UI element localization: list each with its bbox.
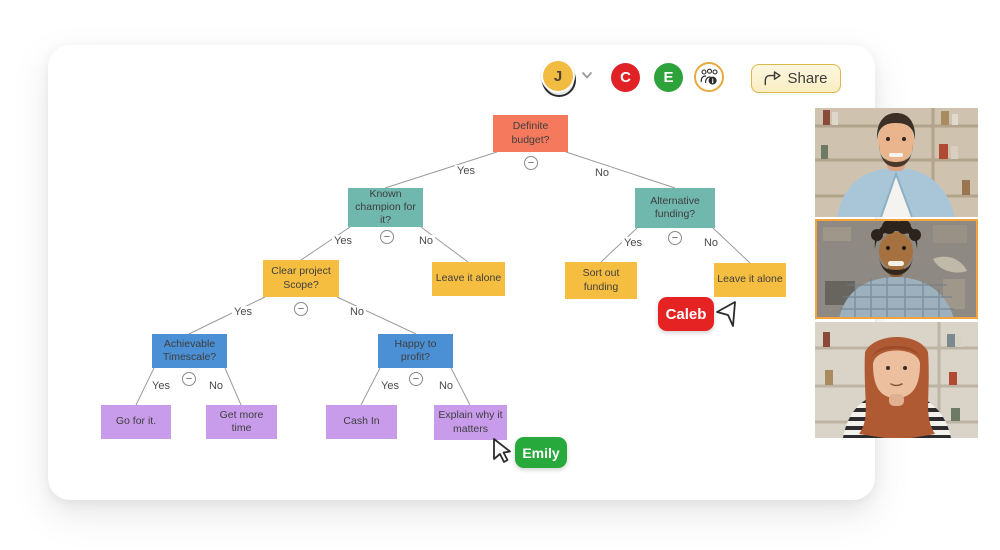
tree-node-explain-why[interactable]: Explain why it matters (434, 405, 507, 440)
tree-node-definite-budget[interactable]: Definite budget? (493, 115, 568, 152)
tree-node-achievable-timescale[interactable]: Achievable Timescale? (152, 334, 227, 368)
collapse-button[interactable]: − (524, 156, 538, 170)
avatar-collaborator-e[interactable]: E (654, 63, 683, 92)
avatar-user-j[interactable]: J (541, 59, 575, 93)
participant-1-video (815, 108, 978, 217)
collapse-button[interactable]: − (409, 372, 423, 386)
tree-node-known-champion[interactable]: Known champion for it? (348, 188, 423, 227)
edge-label-no: No (206, 380, 226, 392)
edge-label-yes: Yes (455, 165, 477, 177)
tree-node-sort-out-funding[interactable]: Sort out funding (565, 262, 637, 299)
video-tile-participant-2-active[interactable] (815, 219, 978, 319)
collapse-button[interactable]: − (182, 372, 196, 386)
cursor-label-caleb: Caleb (658, 297, 714, 331)
tree-node-get-more-time[interactable]: Get more time (206, 405, 277, 439)
edge-label-yes: Yes (150, 380, 172, 392)
collapse-button[interactable]: − (380, 230, 394, 244)
avatar-collaborator-c[interactable]: C (611, 63, 640, 92)
share-button[interactable]: Share (751, 64, 841, 93)
edge-label-yes: Yes (232, 306, 254, 318)
participants-info-icon (700, 68, 718, 85)
edge-label-yes: Yes (332, 235, 354, 247)
edge-label-no: No (347, 306, 367, 318)
tree-node-cash-in[interactable]: Cash In (326, 405, 397, 439)
edge-label-no: No (436, 380, 456, 392)
tree-node-clear-project-scope[interactable]: Clear project Scope? (263, 260, 339, 297)
share-button-label: Share (787, 70, 828, 87)
edge-label-yes: Yes (379, 380, 401, 392)
chevron-down-icon[interactable] (581, 70, 593, 80)
share-icon (765, 71, 782, 86)
video-tile-participant-1[interactable] (815, 108, 978, 217)
video-tile-participant-3[interactable] (815, 322, 978, 438)
tree-node-leave-it-alone-1[interactable]: Leave it alone (432, 262, 505, 296)
tree-node-happy-to-profit[interactable]: Happy to profit? (378, 334, 453, 368)
video-call-strip (815, 108, 978, 438)
participants-info-button[interactable] (694, 62, 724, 92)
tree-node-leave-it-alone-2[interactable]: Leave it alone (714, 263, 786, 297)
edge-label-no: No (416, 235, 436, 247)
edge-label-yes: Yes (622, 237, 644, 249)
collapse-button[interactable]: − (668, 231, 682, 245)
cursor-emily-icon (493, 438, 511, 463)
collapse-button[interactable]: − (294, 302, 308, 316)
user-avatar-group[interactable]: J (541, 59, 577, 97)
tree-node-go-for-it[interactable]: Go for it. (101, 405, 171, 439)
cursor-label-emily: Emily (515, 437, 567, 468)
cursor-caleb-icon (716, 301, 736, 327)
tree-node-alternative-funding[interactable]: Alternative funding? (635, 188, 715, 228)
edge-label-no: No (592, 167, 612, 179)
participant-2-video (817, 221, 976, 317)
edge-label-no: No (701, 237, 721, 249)
participant-3-video (815, 322, 978, 438)
